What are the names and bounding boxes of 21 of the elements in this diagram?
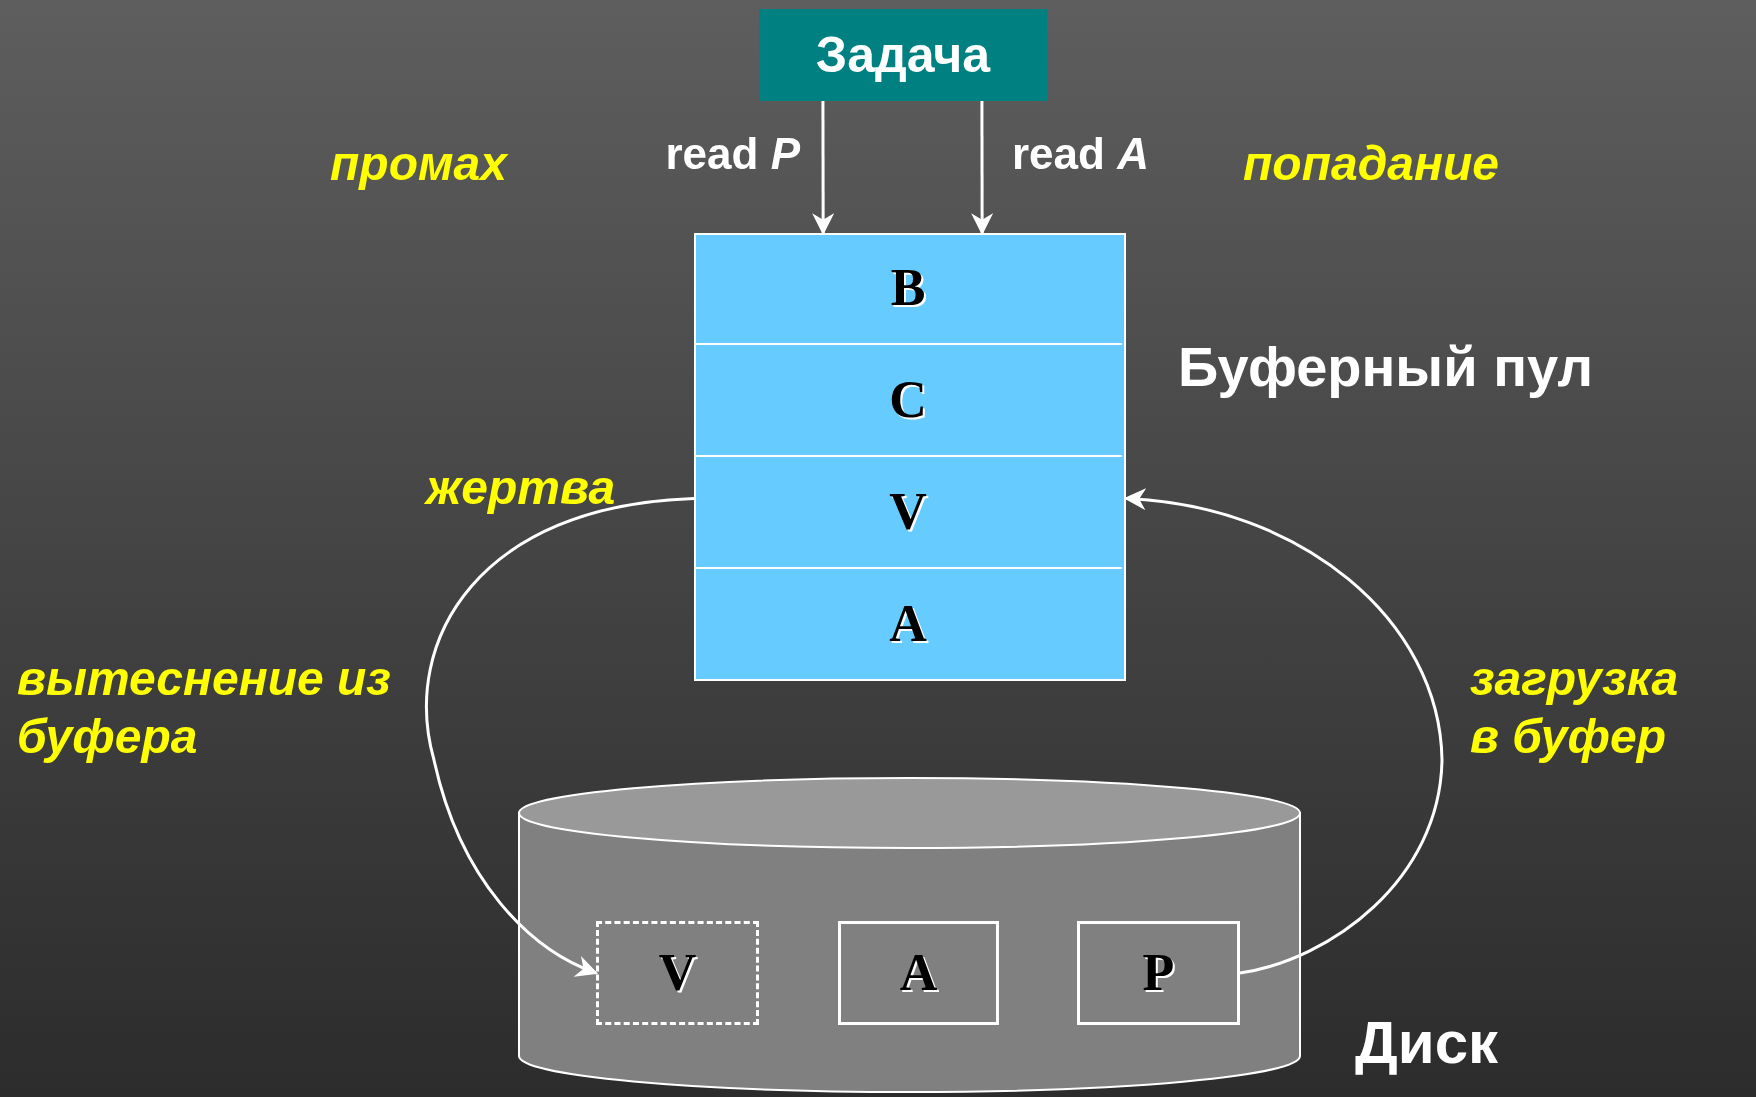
buffer-slot: B bbox=[694, 233, 1122, 345]
arrow bbox=[1123, 489, 1444, 975]
page-box: P bbox=[1077, 921, 1240, 1025]
buffer-slot: A bbox=[694, 569, 1122, 681]
arrow bbox=[971, 101, 994, 236]
arrow bbox=[812, 101, 835, 236]
buffer-pool-heading: Буферный пул bbox=[1178, 334, 1593, 400]
buffer-slot: C bbox=[694, 345, 1122, 457]
arrow bbox=[425, 496, 695, 976]
status-label: промах bbox=[330, 136, 507, 192]
victim-label: жертва bbox=[426, 460, 616, 516]
edge-label: загрузка в буфер bbox=[1470, 651, 1680, 765]
buffer-slot: V bbox=[694, 457, 1122, 569]
edge-label: read P bbox=[664, 128, 800, 180]
dashed-page-box: V bbox=[596, 921, 759, 1025]
edge-label: вытеснение из буфера bbox=[17, 651, 392, 765]
task-box: Задача bbox=[759, 9, 1047, 101]
edge-label: read A bbox=[1012, 128, 1150, 180]
status-label: попадание bbox=[1243, 136, 1500, 192]
page-box: A bbox=[838, 921, 999, 1025]
disk-heading: Диск bbox=[1355, 1008, 1499, 1078]
